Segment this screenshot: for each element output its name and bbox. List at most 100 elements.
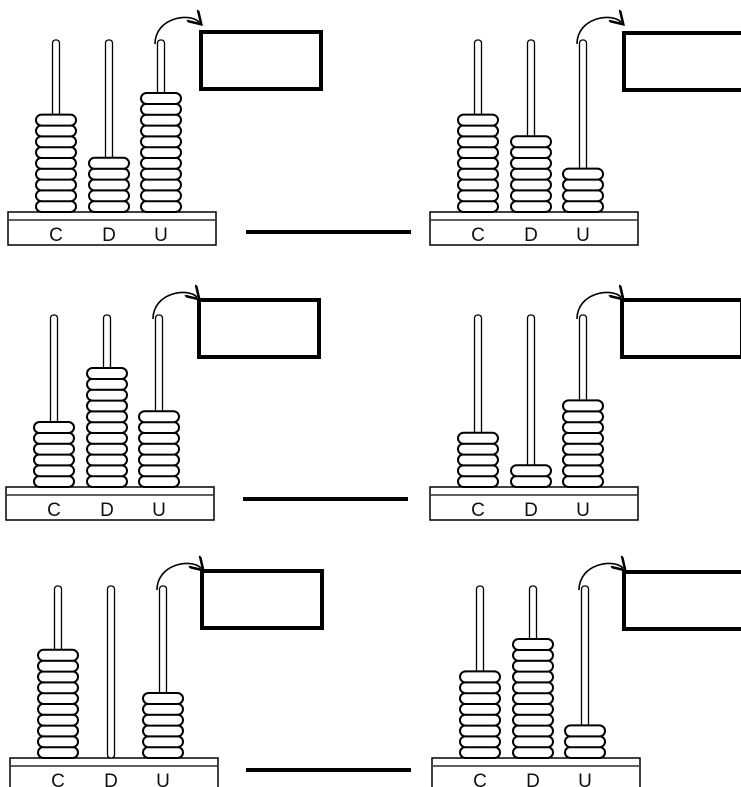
rod-label: D <box>102 225 116 246</box>
abacus-bead <box>86 475 128 488</box>
curved-arrow-icon <box>154 17 199 45</box>
abacus-bead <box>88 167 130 181</box>
curved-arrow-icon <box>576 17 621 45</box>
abacus-bead <box>86 410 128 424</box>
abacus-bead <box>35 189 77 203</box>
abacus-bead <box>37 735 79 749</box>
answer-box[interactable] <box>622 570 741 631</box>
abacus-bead <box>512 702 554 716</box>
abacus-base <box>9 757 219 787</box>
abacus-bead <box>459 713 501 727</box>
abacus-bead <box>33 421 75 434</box>
abacus-bead <box>459 681 501 695</box>
abacus-bead <box>35 178 77 192</box>
abacus-rod <box>106 585 116 759</box>
abacus-bead <box>512 692 554 705</box>
abacus-bead <box>459 702 501 716</box>
abacus-bead <box>512 713 554 727</box>
abacus-bead <box>457 167 499 181</box>
abacus-bead <box>138 475 180 488</box>
abacus-bead <box>88 156 130 170</box>
abacus-bead <box>510 200 552 213</box>
abacus-bead <box>510 178 552 192</box>
abacus-bead <box>457 146 499 159</box>
rod-label: C <box>473 771 487 787</box>
abacus-bead <box>457 453 499 467</box>
rod-label: U <box>154 225 168 246</box>
abacus-bead <box>88 189 130 203</box>
rod-label: U <box>576 225 590 246</box>
answer-box[interactable] <box>620 298 741 359</box>
abacus-base <box>5 486 215 521</box>
abacus-bead <box>140 167 182 181</box>
rod-label: D <box>524 500 538 521</box>
abacus-bead <box>512 724 554 738</box>
abacus-bead <box>459 746 501 759</box>
rod-label: D <box>104 771 118 787</box>
abacus-bead <box>138 442 180 456</box>
rod-label: C <box>471 225 485 246</box>
abacus-bead <box>35 113 77 127</box>
abacus-bead <box>142 746 184 759</box>
abacus-bead <box>562 475 604 488</box>
answer-box[interactable] <box>197 298 321 359</box>
curved-arrow-icon <box>578 563 623 591</box>
abacus-bead <box>457 135 499 149</box>
abacus-bead <box>37 670 79 684</box>
abacus-bead <box>35 167 77 181</box>
abacus-bead <box>457 113 499 127</box>
abacus-bead <box>142 692 184 705</box>
abacus-bead <box>86 431 128 445</box>
abacus-bead <box>88 200 130 213</box>
abacus-bead <box>37 702 79 716</box>
abacus-bead <box>562 464 604 478</box>
abacus-bead <box>562 178 604 192</box>
abacus-bead <box>142 702 184 716</box>
abacus-bead <box>35 146 77 159</box>
abacus-bead <box>140 124 182 138</box>
abacus-bead <box>37 713 79 727</box>
abacus-bead <box>35 124 77 138</box>
rod-label: C <box>49 225 63 246</box>
abacus-bead <box>138 410 180 424</box>
abacus-bead <box>459 692 501 705</box>
abacus-bead <box>562 200 604 213</box>
abacus-bead <box>37 681 79 695</box>
abacus-bead <box>86 399 128 413</box>
abacus-bead <box>512 670 554 684</box>
answer-box[interactable] <box>622 31 741 92</box>
abacus-bead <box>457 464 499 478</box>
abacus-bead <box>512 735 554 749</box>
abacus-bead <box>562 167 604 181</box>
abacus-bead <box>564 735 606 749</box>
abacus-base <box>429 486 639 521</box>
abacus-bead <box>142 713 184 727</box>
abacus-bead <box>37 746 79 759</box>
answer-box[interactable] <box>199 30 323 91</box>
abacus-bead <box>512 681 554 695</box>
abacus-bead <box>510 135 552 149</box>
rod-label: U <box>578 771 592 787</box>
abacus-bead <box>86 464 128 478</box>
abacus-bead <box>459 670 501 684</box>
abacus-bead <box>86 453 128 467</box>
rod-label: D <box>526 771 540 787</box>
rod-label: U <box>576 500 590 521</box>
abacus-bead <box>562 410 604 424</box>
abacus-bead <box>457 431 499 445</box>
abacus-bead <box>510 189 552 203</box>
abacus-bead <box>459 735 501 749</box>
answer-box[interactable] <box>200 569 324 630</box>
abacus-bead <box>140 200 182 213</box>
abacus-bead <box>138 421 180 434</box>
abacus-bead <box>140 135 182 149</box>
abacus-bead <box>138 453 180 467</box>
abacus-bead <box>562 442 604 456</box>
abacus-bead <box>140 146 182 159</box>
abacus-bead <box>512 659 554 673</box>
rod-label: U <box>156 771 170 787</box>
